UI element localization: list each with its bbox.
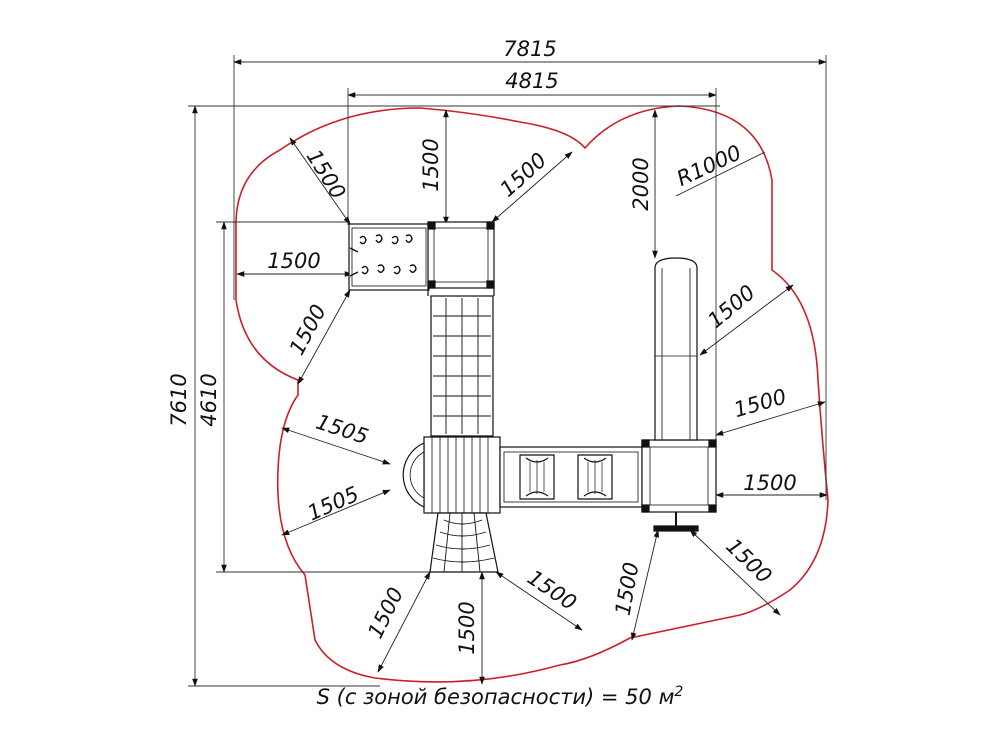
dim-zone-left: 1500	[267, 249, 320, 273]
dim-zone-slide-right: 1500	[703, 280, 759, 333]
area-caption-text: S (с зоной безопасности) = 50 м	[316, 685, 675, 709]
slide	[654, 257, 698, 441]
dim-radius: R1000	[673, 140, 745, 191]
dim-zone-slide-top: 2000	[629, 157, 653, 210]
dim-zone-left-lower-1505: 1505	[304, 482, 363, 526]
zone-dimension-lines	[236, 109, 828, 685]
dim-inner-height: 4610	[197, 373, 221, 426]
dim-zone-left-upper-1505: 1505	[313, 410, 371, 449]
dim-zone-bottom-left-diag: 1500	[363, 584, 408, 643]
net-bridge	[430, 295, 494, 437]
dim-inner-width: 4815	[505, 69, 558, 93]
ladder-step	[653, 512, 699, 532]
rope-net-ramp	[429, 512, 499, 573]
area-caption-superscript: 2	[674, 684, 684, 700]
dimension-frame	[188, 55, 827, 687]
dim-zone-top-right-diag: 1500	[495, 148, 551, 202]
dim-zone-right-upper: 1500	[731, 384, 789, 422]
tower-deck-top	[427, 221, 495, 296]
dim-zone-bottom-center: 1500	[455, 601, 479, 654]
dim-zone-right-lower: 1500	[743, 471, 796, 495]
safety-zone-outline	[235, 105, 829, 683]
tower-deck-right	[641, 439, 717, 513]
climbing-wall-panel	[348, 223, 430, 291]
dim-zone-bottom-right-1: 1500	[611, 560, 644, 617]
area-caption: S (с зоной безопасности) = 50 м2	[0, 684, 1000, 709]
dim-zone-bottom-right-2: 1500	[721, 534, 776, 588]
central-deck	[423, 436, 501, 514]
equipment	[348, 221, 717, 573]
seat-bridge	[499, 446, 643, 508]
dim-zone-bottom-diag: 1500	[523, 565, 581, 615]
dim-zone-top-left: 1500	[302, 145, 351, 203]
dim-overall-width: 7815	[503, 37, 556, 61]
dim-overall-height: 7610	[167, 373, 191, 426]
dim-zone-left-diag: 1500	[285, 300, 331, 358]
half-round-platform	[402, 442, 425, 508]
dim-zone-top-tower: 1500	[419, 138, 443, 191]
